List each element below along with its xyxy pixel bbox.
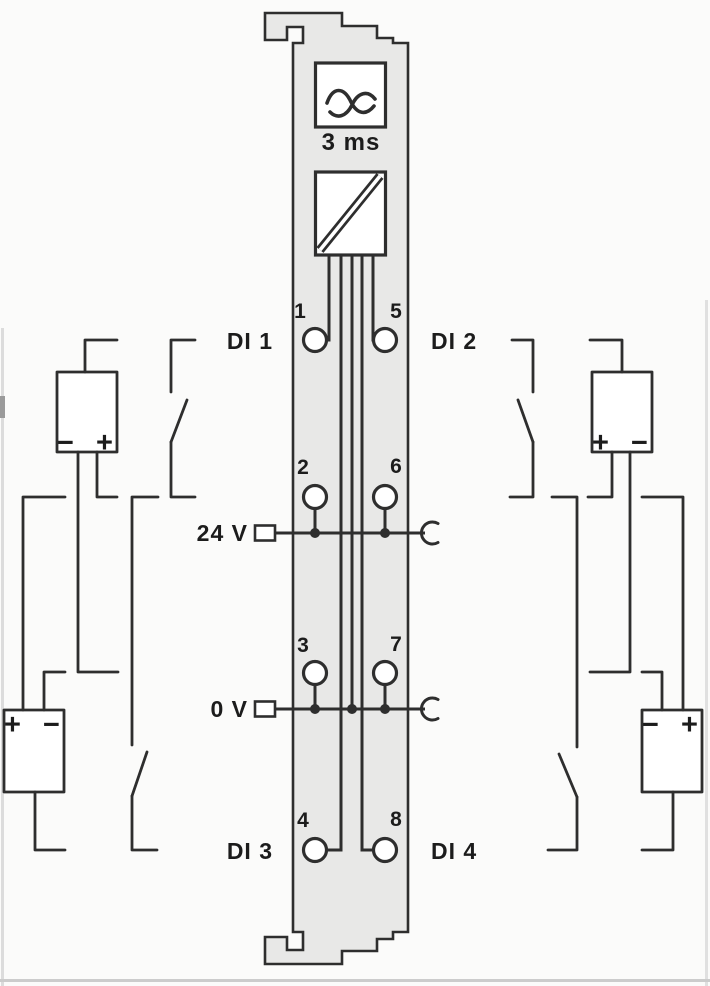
junction-dot xyxy=(380,704,390,714)
source-right-upper-signal-wire xyxy=(588,338,624,374)
page-edge-mark xyxy=(0,396,5,418)
power-rails xyxy=(253,520,440,722)
field-wiring-right xyxy=(508,338,704,852)
source-left-upper-signal-wire xyxy=(83,338,119,374)
terminal-number-4: 4 xyxy=(297,809,309,832)
rail-label-24v: 24 V xyxy=(196,520,248,546)
terminal-number-7: 7 xyxy=(390,633,402,656)
terminal-number-3: 3 xyxy=(297,634,309,657)
filter-wave-icon xyxy=(325,88,377,118)
source-polarity-left-upper: − + xyxy=(57,427,120,459)
terminal-contact-2 xyxy=(301,483,329,511)
rail-label-0v: 0 V xyxy=(210,696,248,722)
filter-time-label: 3 ms xyxy=(321,129,381,156)
source-right-lower-plus-wire xyxy=(640,495,685,712)
terminal-number-2: 2 xyxy=(297,456,309,479)
rail-continuation-0v-icon xyxy=(420,696,440,722)
terminal-number-8: 8 xyxy=(390,808,402,831)
wire-di2 xyxy=(371,255,375,342)
switch-contact-di2 xyxy=(508,338,535,499)
source-box-right-upper xyxy=(590,370,654,454)
terminal-contact-3 xyxy=(301,659,329,687)
source-left-lower-minus-wire xyxy=(42,670,67,712)
field-wiring-left xyxy=(2,338,197,852)
channel-label-di1: DI 1 xyxy=(226,328,273,354)
source-left-upper-minus-wire xyxy=(76,450,120,674)
source-box-left-lower xyxy=(2,708,66,794)
channel-label-di3: DI 3 xyxy=(226,838,273,864)
source-right-upper-plus-wire xyxy=(586,450,614,499)
rail-continuation-24v-icon xyxy=(420,520,440,546)
supply-connector-24v-icon xyxy=(253,524,277,542)
switch-contact-di4 xyxy=(546,495,579,852)
supply-connector-0v-icon xyxy=(253,700,277,718)
wire-di4 xyxy=(360,255,374,852)
terminal-number-6: 6 xyxy=(390,455,402,478)
source-left-upper-plus-wire xyxy=(95,450,119,499)
channel-label-di2: DI 2 xyxy=(431,328,478,354)
source-left-lower-plus-wire xyxy=(21,495,67,712)
wire-di3 xyxy=(327,255,343,852)
isolation-diagonal-gap xyxy=(318,174,382,252)
terminal-number-1: 1 xyxy=(294,300,306,323)
source-right-upper-minus-wire xyxy=(588,450,632,674)
channel-label-di4: DI 4 xyxy=(431,838,478,864)
switch-contact-di3 xyxy=(130,495,160,852)
source-right-lower-signal-wire xyxy=(640,790,675,852)
junction-dot xyxy=(347,704,357,714)
terminal-contact-6 xyxy=(371,483,399,511)
source-polarity-right-upper: + − xyxy=(592,427,655,459)
terminal-number-5: 5 xyxy=(390,300,402,323)
terminal-contact-5 xyxy=(371,326,399,354)
junction-dot xyxy=(380,528,390,538)
terminal-contacts xyxy=(301,326,399,864)
terminal-contact-1 xyxy=(301,326,329,354)
source-right-lower-minus-wire xyxy=(640,670,664,712)
source-polarity-left-lower: + − xyxy=(4,709,67,741)
source-left-lower-signal-wire xyxy=(33,790,67,852)
filter-box xyxy=(313,61,388,129)
source-box-left-upper xyxy=(55,370,119,454)
terminal-contact-7 xyxy=(371,659,399,687)
switch-contact-di1 xyxy=(169,338,197,499)
junction-dot xyxy=(310,704,320,714)
source-box-right-lower xyxy=(640,708,704,794)
junction-dot xyxy=(310,528,320,538)
terminal-contact-4 xyxy=(301,836,329,864)
terminal-contact-8 xyxy=(371,836,399,864)
source-polarity-right-lower: − + xyxy=(642,709,705,741)
